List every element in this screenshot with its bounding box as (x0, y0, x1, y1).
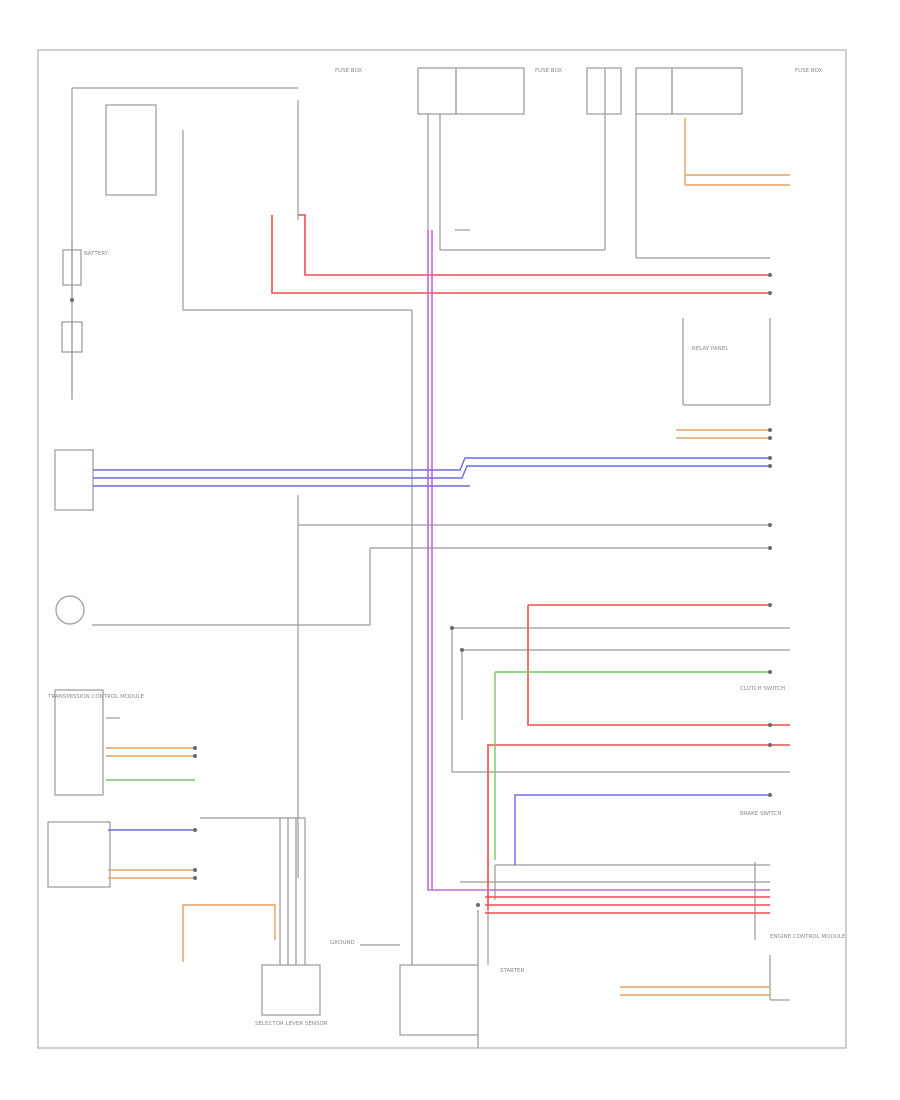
label-brake-switch: BRAKE SWITCH (740, 811, 782, 817)
orange-wires (106, 118, 790, 996)
label-fuse-box-1: FUSE BOX (335, 68, 363, 74)
terminals (70, 273, 772, 907)
gray-wires (47, 67, 790, 1048)
label-relay-panel: RELAY PANEL (692, 346, 729, 352)
label-ground: GROUND (330, 940, 355, 946)
label-trans-module: TRANSMISSION CONTROL MODULE (47, 694, 144, 700)
label-battery: BATTERY (84, 251, 109, 257)
diagram-border (37, 49, 847, 1049)
label-clutch-switch: CLUTCH SWITCH (740, 686, 785, 692)
label-ecm: ENGINE CONTROL MODULE (770, 934, 846, 940)
label-fuse-box-2: FUSE BOX (535, 68, 563, 74)
green-wires (106, 671, 770, 860)
red-wires (271, 214, 790, 914)
label-fuse-box-3: FUSE BOX (795, 68, 823, 74)
violet-wire (427, 230, 770, 891)
blue-wires (93, 457, 770, 865)
label-selector-lever: SELECTOR LEVER SENSOR (255, 1021, 328, 1027)
label-starter: STARTER (500, 968, 524, 974)
